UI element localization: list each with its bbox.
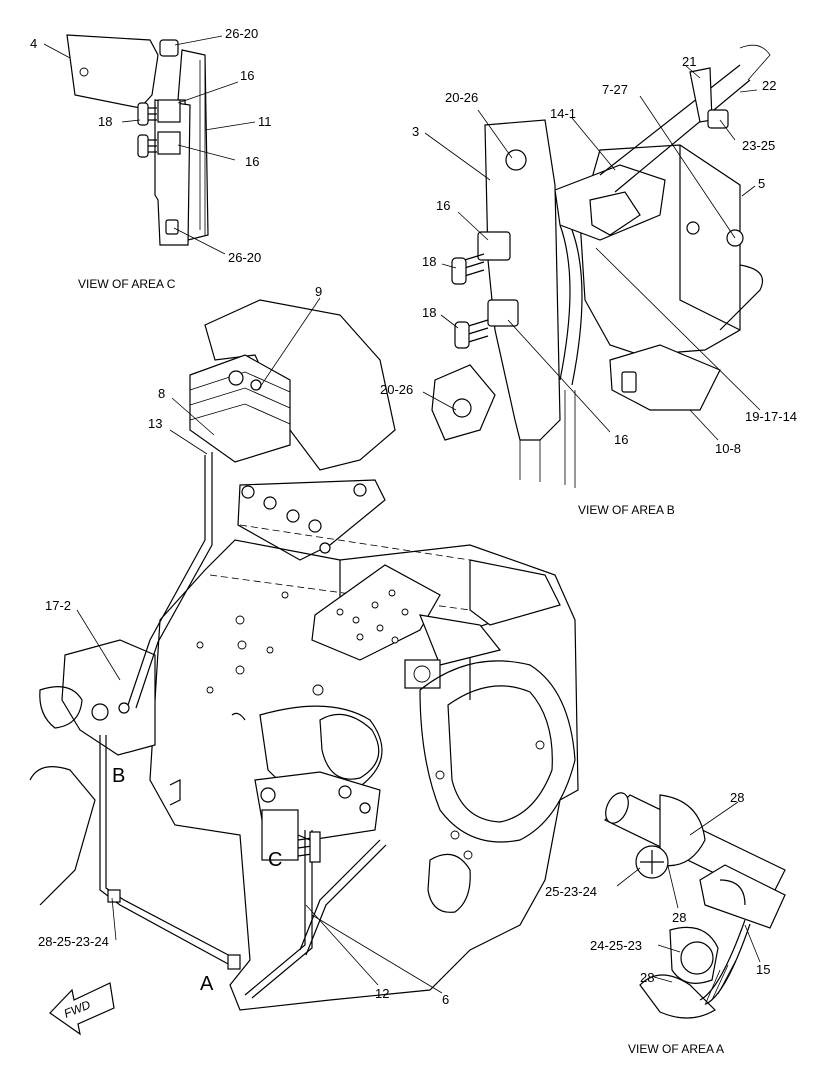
callout-5: 5 bbox=[758, 176, 765, 191]
callout-14-1: 14-1 bbox=[550, 106, 576, 121]
callout-26-20-top: 26-20 bbox=[225, 26, 258, 41]
fitting-16-b-lower bbox=[454, 299, 519, 349]
hose-19-17-14 bbox=[559, 224, 583, 386]
fitting-16-upper bbox=[137, 99, 181, 126]
tube-15 bbox=[699, 919, 751, 1005]
frame-body bbox=[149, 539, 579, 1011]
view-area-c bbox=[66, 34, 209, 246]
callout-20-26-top: 20-26 bbox=[445, 90, 478, 105]
callout-18-b-upper: 18 bbox=[422, 254, 436, 269]
fittings-area-c bbox=[261, 809, 321, 863]
callout-28-a-mid: 28 bbox=[672, 910, 686, 925]
area-letter-a: A bbox=[200, 973, 214, 995]
callout-18-c: 18 bbox=[98, 114, 112, 129]
callout-25-23-24: 25-23-24 bbox=[545, 884, 597, 899]
callout-17-2: 17-2 bbox=[45, 598, 71, 613]
callout-9: 9 bbox=[315, 284, 322, 299]
area-markers: B C A bbox=[112, 765, 282, 995]
callout-16-b-left: 16 bbox=[436, 198, 450, 213]
callout-3: 3 bbox=[412, 124, 419, 139]
tube-6 bbox=[244, 830, 306, 996]
leader-lines bbox=[43, 35, 761, 994]
pipe-22 bbox=[599, 64, 751, 193]
callout-22: 22 bbox=[762, 78, 776, 93]
view-area-a bbox=[603, 792, 786, 1019]
callout-23-25: 23-25 bbox=[742, 138, 775, 153]
fitting-16-lower bbox=[137, 131, 181, 158]
callout-16-top: 16 bbox=[240, 68, 254, 83]
callout-19-17-14: 19-17-14 bbox=[745, 409, 797, 424]
caption-area-c: VIEW OF AREA C bbox=[78, 277, 176, 291]
callout-28-25-23-24: 28-25-23-24 bbox=[38, 934, 109, 949]
main-assembly bbox=[29, 299, 579, 1011]
tube-13 bbox=[127, 455, 206, 706]
callout-6: 6 bbox=[442, 992, 449, 1007]
callout-24-25-23: 24-25-23 bbox=[590, 938, 642, 953]
fitting-16-b bbox=[451, 231, 511, 285]
bore-right bbox=[419, 660, 576, 843]
rectangular-cover bbox=[311, 564, 441, 661]
callout-21: 21 bbox=[682, 54, 696, 69]
callout-16-b-bot: 16 bbox=[614, 432, 628, 447]
callout-15: 15 bbox=[756, 962, 770, 977]
valve-bracket-3 bbox=[484, 119, 561, 441]
area-letter-b: B bbox=[112, 765, 125, 787]
callout-26-20-bot: 26-20 bbox=[228, 250, 261, 265]
callout-labels: 4 26-20 16 18 11 16 26-20 21 22 7-27 14-… bbox=[30, 26, 797, 1007]
left-valve-17-2 bbox=[61, 639, 156, 756]
callout-28-a-top: 28 bbox=[730, 790, 744, 805]
callout-18-b-lower: 18 bbox=[422, 305, 436, 320]
callout-13: 13 bbox=[148, 416, 162, 431]
callout-28-a-bot: 28 bbox=[640, 970, 654, 985]
area-letter-c: C bbox=[268, 849, 282, 871]
callout-4: 4 bbox=[30, 36, 37, 51]
tube-28-lower bbox=[699, 864, 786, 929]
control-valve-stack bbox=[189, 354, 291, 463]
callout-10-8: 10-8 bbox=[715, 441, 741, 456]
caption-area-a: VIEW OF AREA A bbox=[628, 1042, 724, 1056]
clamp-28 bbox=[659, 794, 706, 867]
callout-11: 11 bbox=[258, 114, 272, 129]
callout-8: 8 bbox=[158, 386, 165, 401]
callout-20-26-bot: 20-26 bbox=[380, 382, 413, 397]
view-captions: VIEW OF AREA C VIEW OF AREA B VIEW OF AR… bbox=[78, 277, 724, 1056]
fwd-arrow-icon bbox=[49, 982, 115, 1036]
caption-area-b: VIEW OF AREA B bbox=[578, 503, 675, 517]
view-area-b bbox=[431, 44, 771, 488]
callout-16-mid: 16 bbox=[245, 154, 259, 169]
bracket-4 bbox=[66, 34, 159, 109]
callout-12: 12 bbox=[375, 986, 389, 1001]
callout-7-27: 7-27 bbox=[602, 82, 628, 97]
fwd-arrow: FWD bbox=[49, 982, 115, 1036]
